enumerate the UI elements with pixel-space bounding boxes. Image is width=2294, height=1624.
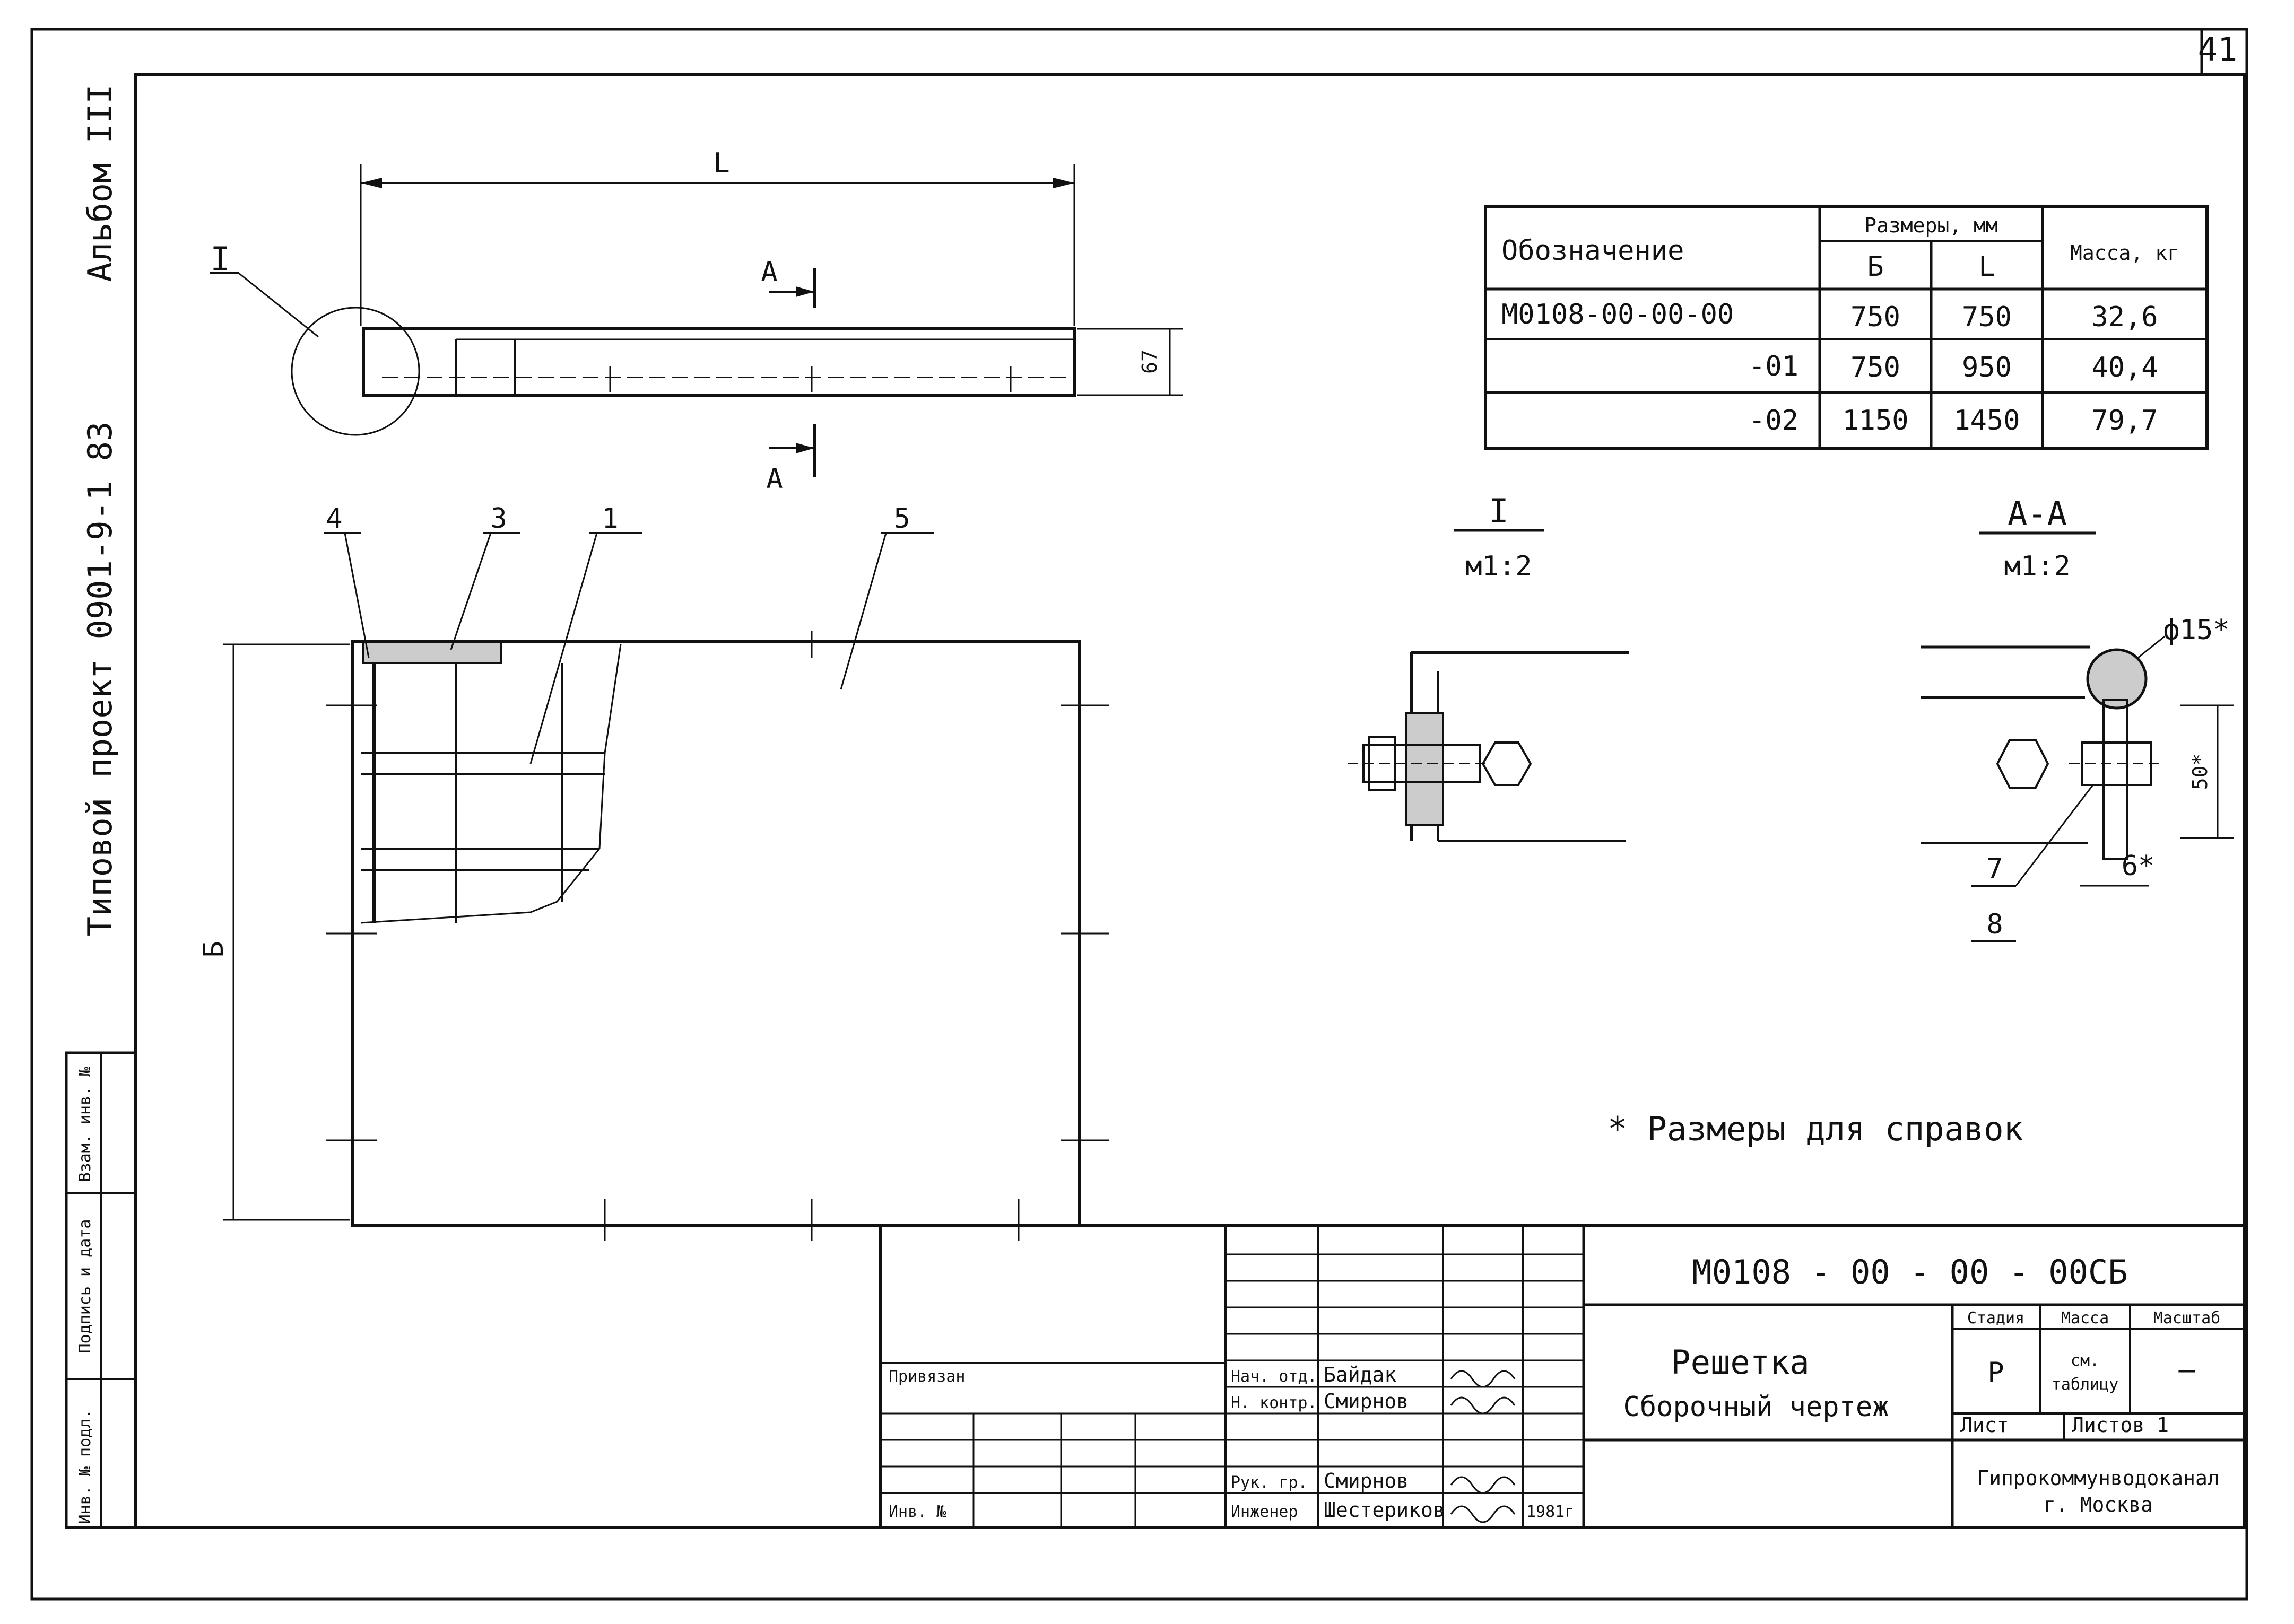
date-label: 1981г: [1526, 1503, 1574, 1521]
role-2: Рук. гр.: [1231, 1473, 1308, 1492]
side-margin: Альбом III Типовой проект 0901-9-1 83 Ин…: [65, 84, 137, 1529]
stage-value: Р: [1987, 1357, 2004, 1389]
table-row-0-mass: 32,6: [2091, 301, 2158, 333]
inv-no-label: Инв. №: [889, 1503, 946, 1521]
name-3: Шестериков: [1324, 1498, 1445, 1522]
detail-I: I м1:2: [1348, 492, 1629, 842]
dim-B-label: Б: [198, 941, 230, 957]
table-row-0-l: 750: [1962, 301, 2012, 333]
dim-L-label: L: [713, 147, 729, 179]
stamp-podpis: Подпись и дата: [76, 1219, 94, 1354]
table-header-b: Б: [1867, 251, 1883, 283]
table-header-l: L: [1978, 251, 1995, 283]
table-row-1-l: 950: [1962, 352, 2012, 383]
stamp-inv-podl: Инв. № подл.: [76, 1409, 94, 1524]
section-AA: А-А м1:2 ф15* 50* 6* 7 8: [1921, 494, 2234, 942]
sheets-label: Листов 1: [2072, 1413, 2169, 1437]
scale-header: Масштаб: [2153, 1309, 2220, 1328]
role-3: Инженер: [1231, 1503, 1298, 1521]
project-label: Типовой проект 0901-9-1 83: [81, 422, 119, 937]
page-number: 41: [2198, 30, 2238, 69]
top-view: L I А А 67: [210, 147, 1183, 495]
org-line-1: Гипрокоммунводоканал: [1977, 1466, 2220, 1490]
table-header-mass: Масса, кг: [2070, 241, 2179, 265]
sheet-label: Лист: [1960, 1413, 2009, 1437]
part-3-label: 3: [490, 503, 507, 535]
table-row-2-mass: 79,7: [2091, 405, 2158, 436]
name-2: Смирнов: [1324, 1469, 1409, 1492]
table-row-1-b: 750: [1850, 352, 1900, 383]
title-block: Привязан Инв. № Нач. отд. Байдак Н. конт…: [879, 1224, 2246, 1529]
dim-50-label: 50*: [2188, 754, 2212, 790]
part-5-label: 5: [893, 503, 910, 535]
dimensions-table: Обозначение Размеры, мм Б L Масса, кг М0…: [1484, 205, 2209, 450]
table-row-2-designation: -02: [1749, 405, 1798, 436]
section-AA-title: А-А: [2008, 494, 2067, 533]
part-4a-label: 4: [326, 503, 342, 535]
table-row-0-b: 750: [1850, 301, 1900, 333]
section-AA-scale: м1:2: [2004, 551, 2070, 582]
scale-value: —: [2178, 1354, 2195, 1386]
part-1-label: 1: [602, 503, 618, 535]
dim-phi15-label: ф15*: [2163, 614, 2229, 646]
org-line-2: г. Москва: [2044, 1493, 2153, 1516]
album-label: Альбом III: [81, 84, 119, 282]
dim-6-label: 6*: [2122, 850, 2155, 882]
privyazan-label: Привязан: [889, 1367, 966, 1386]
role-1: Н. контр.: [1231, 1394, 1317, 1412]
name-1: Смирнов: [1324, 1390, 1409, 1413]
part-7-label: 7: [1986, 853, 2003, 885]
signature-marks: [1450, 1370, 1516, 1523]
table-row-1-mass: 40,4: [2091, 352, 2158, 383]
dim-height-label: 67: [1138, 350, 1161, 374]
mass-value-1: см.: [2071, 1351, 2099, 1370]
name-0: Байдак: [1324, 1363, 1396, 1386]
stamp-vzam: Взам. инв. №: [76, 1067, 94, 1182]
title-name-2: Сборочный чертеж: [1623, 1391, 1889, 1423]
callout-I-label: I: [210, 240, 230, 278]
table-header-dims: Размеры, мм: [1864, 214, 1998, 237]
doc-code: М0108 - 00 - 00 - 00СБ: [1692, 1253, 2127, 1291]
section-cut-bottom-label: А: [766, 463, 783, 495]
role-0: Нач. отд.: [1231, 1367, 1317, 1386]
part-8-label: 8: [1986, 909, 2003, 940]
mass-value-2: таблицу: [2052, 1375, 2118, 1394]
table-row-2-b: 1150: [1842, 405, 1908, 436]
table-header-designation: Обозначение: [1501, 235, 1684, 267]
table-row-2-l: 1450: [1953, 405, 2020, 436]
reference-dims-note: * Размеры для справок: [1607, 1110, 2023, 1148]
section-cut-top-label: А: [761, 256, 777, 288]
detail-I-scale: м1:2: [1465, 551, 1532, 582]
plan-view: Б 4 3 1 5: [198, 503, 1109, 1241]
stage-header: Стадия: [1967, 1309, 2024, 1328]
table-row-0-designation: М0108-00-00-00: [1501, 299, 1734, 330]
title-name-1: Решетка: [1671, 1343, 1809, 1382]
mass-header: Масса: [2061, 1309, 2109, 1328]
detail-I-title: I: [1489, 492, 1508, 530]
table-row-1-designation: -01: [1749, 351, 1798, 382]
